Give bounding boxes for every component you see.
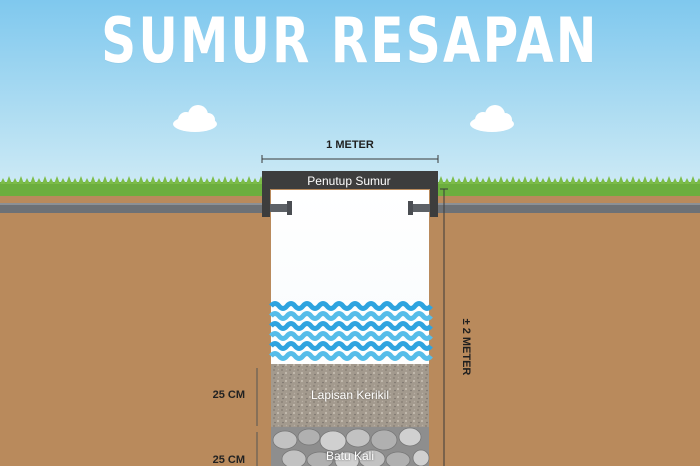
stone-thickness-label: 25 CM (212, 454, 245, 466)
stone (281, 449, 307, 466)
water-wave (269, 321, 433, 331)
water (269, 300, 433, 364)
cloud-icon (173, 105, 217, 132)
water-wave (269, 351, 433, 361)
pipe-icon (408, 201, 430, 215)
stone-layer-label: Batu Kali (325, 449, 375, 463)
gravel-thickness-label: 25 CM (212, 389, 245, 401)
water-wave (269, 311, 433, 321)
grass (0, 176, 700, 196)
stone (398, 427, 422, 447)
gravel-layer-label: Lapisan Kerikil (310, 388, 390, 402)
cloud-icon (470, 105, 514, 132)
stone (358, 449, 386, 466)
water-wave (269, 341, 433, 351)
stone (319, 430, 347, 452)
stone (306, 451, 334, 466)
sky (0, 0, 700, 186)
well-cover (262, 171, 438, 217)
stone (370, 429, 398, 451)
cover-label: Penutup Sumur (307, 174, 391, 188)
stone (297, 428, 321, 446)
stone (272, 430, 298, 450)
width-label: 1 METER (326, 139, 374, 151)
pipe (0, 203, 700, 213)
gravel-layer (271, 364, 429, 427)
pipe-icon (270, 201, 292, 215)
stone (412, 449, 430, 466)
stone (385, 451, 411, 466)
height-label: ± 2 METER (460, 318, 472, 376)
width-dimension (261, 155, 439, 163)
water-wave (269, 301, 433, 311)
water-wave (269, 331, 433, 341)
page-title: SUMUR RESAPAN (101, 4, 599, 77)
stone (345, 428, 371, 448)
height-dimension (440, 188, 448, 466)
stone-layer (271, 426, 430, 466)
